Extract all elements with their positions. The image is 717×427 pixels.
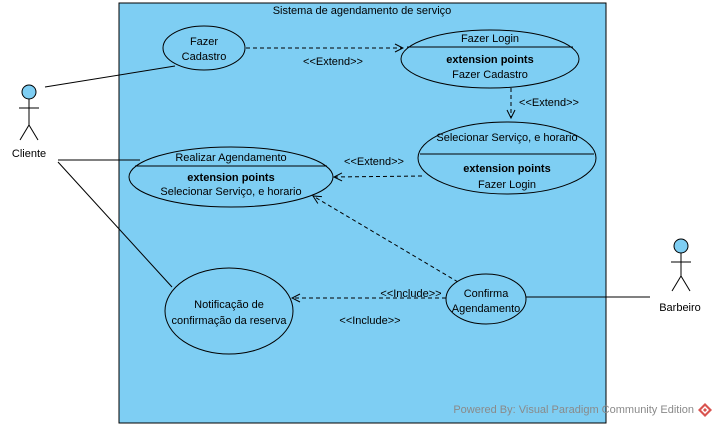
include-label-notificacao: <<Include>> (339, 315, 400, 327)
visual-paradigm-logo-icon (698, 403, 712, 417)
usecase-notificacao[interactable]: Notificação de confirmação da reserva (164, 267, 294, 355)
usecase-fazer-login-ext-point: Fazer Cadastro (452, 69, 528, 81)
include-label-confirma: <<Include>> (380, 288, 441, 300)
usecase-fazer-cadastro[interactable]: Fazer Cadastro (162, 25, 246, 71)
system-title: Sistema de agendamento de serviço (273, 5, 452, 17)
usecase-realizar-agendamento-ext-point: Selecionar Serviço, e horario (160, 186, 301, 198)
usecase-confirma-agendamento[interactable]: Confirma Agendamento (445, 273, 527, 325)
actor-barbeiro-head (673, 238, 689, 254)
actor-barbeiro[interactable] (671, 238, 691, 292)
usecase-selecionar-servico-title: Selecionar Serviço, e horario (436, 132, 577, 144)
extend-label-login-selecionar: <<Extend>> (519, 97, 579, 109)
actor-cliente-label: Cliente (12, 148, 46, 160)
usecase-realizar-agendamento-ext-header: extension points (187, 172, 274, 184)
usecase-selecionar-servico-ext-header: extension points (463, 163, 550, 175)
usecase-fazer-login-ext-header: extension points (446, 54, 533, 66)
actor-cliente[interactable] (19, 84, 39, 141)
associations (44, 65, 650, 298)
usecase-realizar-agendamento[interactable]: Realizar Agendamento extension points Se… (128, 146, 334, 208)
usecase-selecionar-servico[interactable]: Selecionar Serviço, e horario extension … (417, 121, 597, 195)
usecase-notificacao-line2: confirmação da reserva (172, 315, 288, 327)
usecase-fazer-cadastro-line1: Fazer (190, 36, 218, 48)
extend-arrow-selecionar-realizar[interactable] (334, 176, 423, 177)
actor-barbeiro-label: Barbeiro (659, 302, 701, 314)
include-arrow-confirma-realizar[interactable] (313, 196, 459, 283)
usecase-fazer-login-title: Fazer Login (461, 33, 519, 45)
usecase-fazer-login[interactable]: Fazer Login extension points Fazer Cadas… (400, 29, 580, 89)
usecase-notificacao-line1: Notificação de (194, 299, 264, 311)
extend-label-cadastro-login: <<Extend>> (303, 56, 363, 68)
extend-label-selecionar-realizar: <<Extend>> (344, 156, 404, 168)
dependencies (246, 48, 511, 298)
usecase-confirma-line2: Agendamento (452, 303, 521, 315)
association-cliente-cadastro[interactable] (44, 65, 176, 88)
usecase-confirma-line1: Confirma (464, 288, 510, 300)
usecase-fazer-cadastro-line2: Cadastro (182, 51, 227, 63)
watermark-text: Powered By: Visual Paradigm Community Ed… (453, 404, 694, 416)
actor-cliente-head (21, 84, 37, 100)
association-cliente-notificacao[interactable] (57, 161, 173, 288)
usecase-selecionar-servico-ext-point: Fazer Login (478, 179, 536, 191)
usecase-realizar-agendamento-title: Realizar Agendamento (175, 152, 286, 164)
